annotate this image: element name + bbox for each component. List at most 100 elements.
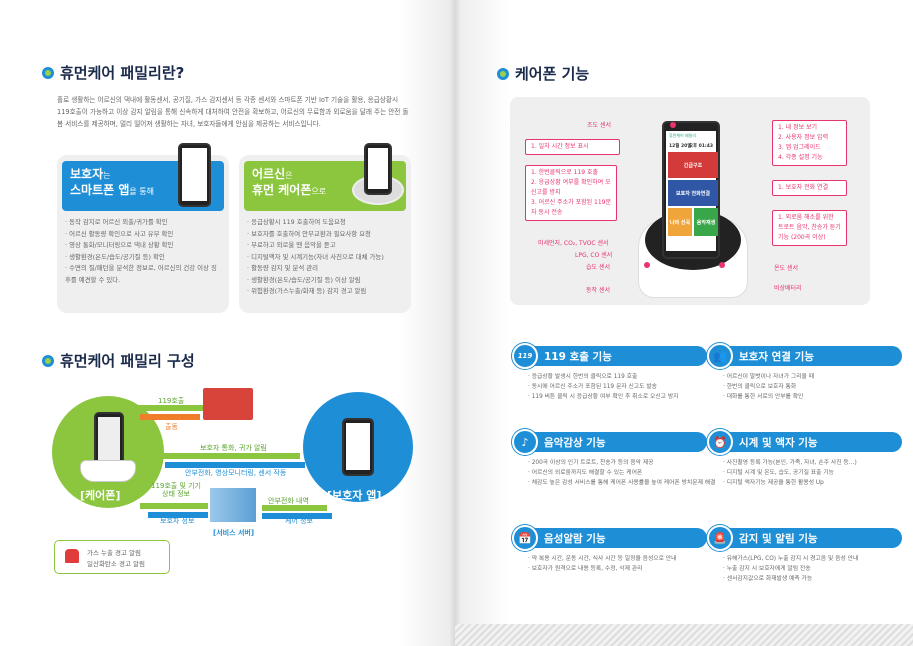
- sensor-illumination: 조도 센서: [587, 122, 611, 129]
- callout-guardian: 1. 보호자 전화 연결: [772, 180, 847, 196]
- feature-title: 감지 및 알림 기능: [739, 532, 818, 545]
- carephone-image: [364, 143, 392, 195]
- carephone-image: [94, 412, 124, 468]
- callout-music: 1. 외로움 해소를 위한 트로트 음악, 찬송가 듣기 기능 (200곡 이상…: [772, 210, 847, 246]
- feature-list: 어르신이 말벗이나 자녀가 그리울 때한번의 클릭으로 보호자 통화대화를 통한…: [723, 372, 913, 402]
- siren-icon: [65, 549, 79, 563]
- list-item: 보호자가 원격으로 내용 등록, 수정, 삭제 관리: [528, 564, 718, 574]
- footer-hatch: [455, 624, 913, 646]
- title-text: 휴먼케어 패밀리란?: [60, 64, 185, 82]
- feature-header: 👥보호자 연결 기능: [707, 343, 902, 369]
- marker-dot: [670, 122, 676, 128]
- list-item: 어르신이 말벗이나 자녀가 그리울 때: [723, 372, 913, 382]
- callout-119: 1. 한번클릭으로 119 호출 2. 응급상황 여부를 확인하여 오신고를 방…: [525, 165, 617, 221]
- feature-list: 사진촬영 등록 가능(본인, 가족, 자녀, 손주 사진 등…)디지털 시계 및…: [723, 458, 913, 488]
- guardian-app-label: [보호자 앱]: [327, 489, 382, 502]
- title-text: 케어폰 기능: [515, 65, 590, 83]
- list-item: 디지털액자 및 시계기능(자녀 사진으로 대체 가능): [247, 252, 403, 264]
- list-item: 무료하고 외로울 땐 음악을 듣고: [247, 240, 403, 252]
- feature-title: 시계 및 액자 기능: [739, 436, 818, 449]
- list-item: 유해가스(LPG, CO) 누출 감지 시 경고음 및 음성 안내: [723, 554, 913, 564]
- label-guardian-call: 보호자 통화, 귀가 알림: [200, 444, 267, 452]
- 119-icon: 119: [512, 343, 538, 369]
- marker-dot: [644, 262, 650, 268]
- list-item: 체감도 높은 감성 서비스를 통해 케어폰 사용률을 높여 케어폰 방치문제 해…: [528, 478, 718, 488]
- siren-icon: 🚨: [707, 525, 733, 551]
- feature-music: ♪ 음악감상 기능 200곡 이상의 인기 트로트, 찬송가 등의 음악 제공어르…: [512, 429, 718, 488]
- feature-guardian: 👥보호자 연결 기능 어르신이 말벗이나 자녀가 그리울 때한번의 클릭으로 보…: [707, 343, 913, 402]
- arrow-state: [140, 503, 208, 509]
- feature-119: 119 119 호출 기능 응급상황 발생시 한번의 클릭으로 119 호출동시에…: [512, 343, 718, 402]
- sensor-battery: 비상배터리: [774, 285, 802, 292]
- callout-line: 1. 한번클릭으로 119 호출: [531, 169, 599, 176]
- carephone-image: 휴먼케어 패밀리 12월 20일 오후 01:43 긴급구조 보호자 전화연결 …: [662, 121, 720, 259]
- arrow-history: [262, 505, 327, 511]
- label-check: 안부전화, 영상모니터링, 센서 작동: [185, 469, 287, 477]
- legend-gas: 가스 누출 경고 알림: [87, 549, 142, 557]
- feature-list: 유해가스(LPG, CO) 누출 감지 시 경고음 및 음성 안내누출 감지 시…: [723, 554, 913, 584]
- sensor-temperature: 온도 센서: [774, 265, 798, 272]
- arrow-care: [262, 513, 332, 519]
- bullet-icon: [42, 354, 54, 367]
- list-item: 보호자를 호출하여 안부교환과 필요사항 요청: [247, 229, 403, 241]
- feature-title: 음악감상 기능: [544, 436, 606, 449]
- my-songs-tile[interactable]: 나의 선곡: [668, 208, 692, 236]
- alarm-clock-icon: ⏰: [707, 429, 733, 455]
- feature-title: 보호자 연결 기능: [739, 350, 814, 363]
- date-display: 12월 20일: [669, 144, 692, 149]
- page-gutter: [400, 0, 510, 646]
- list-item: 사진촬영 등록 가능(본인, 가족, 자녀, 손주 사진 등…): [723, 458, 913, 468]
- list-item: 디지털 액자기능 제공을 통한 활용성 Up: [723, 478, 913, 488]
- section-title-features: 케어폰 기능: [497, 63, 589, 84]
- dock-image: [80, 460, 136, 482]
- music-icon: ♪: [512, 429, 538, 455]
- marker-dot: [719, 262, 725, 268]
- sensor-lpg: LPG, CO 센서: [575, 252, 613, 259]
- label-guardian-info: 보호자 정보: [160, 517, 195, 525]
- sensor-motion: 동작 센서: [586, 287, 610, 294]
- time-display: 오후 01:43: [688, 144, 713, 149]
- arrow-guardian-info: [148, 512, 208, 518]
- bullet-icon: [42, 66, 54, 79]
- sensor-dust: 미세먼지, CO₂, TVOC 센서: [538, 240, 609, 247]
- section-title-composition: 휴먼케어 패밀리 구성: [42, 350, 195, 371]
- callout-line: 1. 내 정보 보기: [778, 124, 818, 131]
- feature-title: 119 호출 기능: [544, 350, 612, 363]
- feature-clock: ⏰ 시계 및 액자 기능 사진촬영 등록 가능(본인, 가족, 자녀, 손주 사진…: [707, 429, 913, 488]
- list-item: 어르신 활동량 확인으로 사고 유무 확인: [65, 229, 221, 241]
- label-119-call: 119호출: [158, 397, 185, 405]
- list-item: 응급상황시 119 호출하여 도움요청: [247, 217, 403, 229]
- app-name: 휴먼케어 패밀리: [669, 133, 697, 138]
- callout-settings: 1. 내 정보 보기 2. 사용자 정보 입력 3. 앱 업그레이드 4. 각종…: [772, 120, 847, 166]
- arrow-dispatch: [140, 414, 200, 420]
- senior-list: 응급상황시 119 호출하여 도움요청 보호자를 호출하여 안부교환과 필요사항…: [239, 211, 411, 304]
- list-item: 어르신의 외로움까지도 해결할 수 있는 케어폰: [528, 468, 718, 478]
- callout-datetime: 1. 일자 시간 정보 표시: [525, 139, 620, 155]
- feature-title: 음성알람 기능: [544, 532, 606, 545]
- feature-voice-alarm: 📅음성알람 기능 약 복용 시간, 운동 시간, 식사 시간 등 일정을 음성으…: [512, 525, 718, 574]
- list-item: 응급상황 발생시 한번의 클릭으로 119 호출: [528, 372, 718, 382]
- list-item: 200곡 이상의 인기 트로트, 찬송가 등의 음악 제공: [528, 458, 718, 468]
- smartphone-image: [342, 418, 374, 476]
- h: 는: [103, 171, 111, 180]
- arrow-119: [135, 405, 203, 411]
- music-play-tile[interactable]: 음악재생: [694, 208, 718, 236]
- callout-line: 3. 앱 업그레이드: [778, 144, 821, 151]
- list-item: 동작 감지로 어르신 외출/귀가를 확인: [65, 217, 221, 229]
- feature-list: 응급상황 발생시 한번의 클릭으로 119 호출동시에 어르신 주소가 포함된 …: [528, 372, 718, 402]
- title-text: 휴먼케어 패밀리 구성: [60, 352, 195, 370]
- guardian-call-tile[interactable]: 보호자 전화연결: [668, 180, 718, 206]
- emergency-tile[interactable]: 긴급구조: [668, 152, 718, 178]
- list-item: 누출 감지 시 보호자에게 알림 전송: [723, 564, 913, 574]
- server-image: [210, 488, 256, 522]
- list-item: 119 버튼 클릭 시 응급상황 여부 확인 후 취소로 오신고 방지: [528, 392, 718, 402]
- list-item: 수면의 질/패턴을 분석한 정보로, 어르신의 건강 이상 징후를 예견할 수 …: [65, 263, 221, 286]
- feature-detection: 🚨 감지 및 알림 기능 유해가스(LPG, CO) 누출 감지 시 경고음 및 …: [707, 525, 913, 584]
- h: 으로: [311, 187, 327, 196]
- list-item: 활동량 감지 및 분석 관리: [247, 263, 403, 275]
- list-item: 디지털 시계 및 온도, 습도, 공기질 표출 기능: [723, 468, 913, 478]
- legend-box: 가스 누출 경고 알림 일산화탄소 경고 알림: [54, 540, 170, 574]
- calendar-icon: 📅: [512, 525, 538, 551]
- list-item: 위험환경(가스누출/화재 등) 감지 경고 알림: [247, 286, 403, 298]
- callout-line: 4. 각종 설정 기능: [778, 154, 823, 161]
